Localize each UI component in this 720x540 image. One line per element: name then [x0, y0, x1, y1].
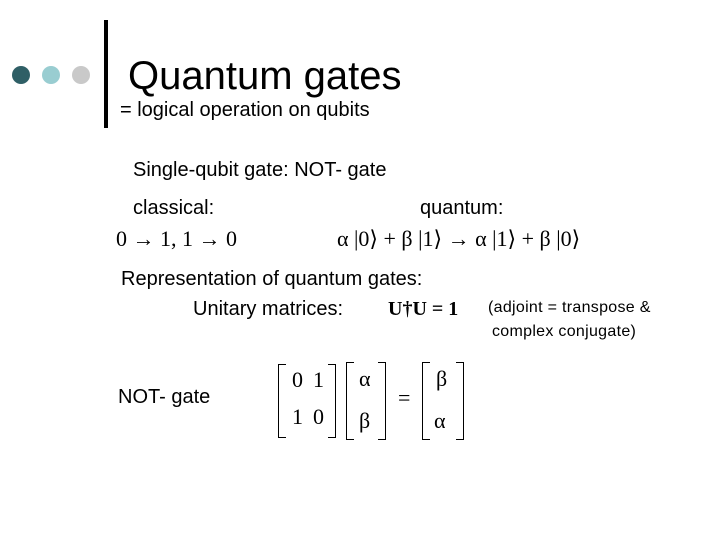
vector-cell: α [434, 408, 446, 433]
decorative-dot-dark [12, 66, 30, 84]
classical-formula: 0 → 1, 1 → 0 [116, 226, 237, 251]
adjoint-note-line2: complex conjugate) [492, 323, 637, 340]
matrix-cell: 0 [292, 367, 303, 392]
matrix-left-bracket [278, 364, 286, 438]
equals-sign: = [398, 385, 411, 410]
matrix-cell: 1 [292, 404, 303, 429]
matrix-right-bracket [328, 364, 336, 438]
slide-title: Quantum gates [128, 54, 402, 98]
slide-subtitle: = logical operation on qubits [120, 99, 370, 121]
vector-cell: β [359, 408, 371, 433]
output-vector-right-bracket [456, 362, 464, 440]
matrix-cell: 0 [313, 404, 324, 429]
title-divider [104, 20, 108, 128]
input-vector-right-bracket [378, 362, 386, 440]
single-qubit-heading: Single-qubit gate: NOT- gate [133, 159, 387, 181]
classical-label: classical: [133, 197, 215, 219]
quantum-formula: α |0⟩ + β |1⟩ → α |1⟩ + β |0⟩ [337, 226, 581, 251]
vector-cell: β [436, 366, 448, 391]
decorative-dot-gray [72, 66, 90, 84]
vector-cell: α [359, 366, 371, 391]
unitary-label: Unitary matrices: [193, 298, 344, 320]
quantum-label: quantum: [420, 197, 504, 219]
input-vector-left-bracket [346, 362, 354, 440]
adjoint-note-line1: (adjoint = transpose & [488, 299, 651, 316]
matrix-cell: 1 [313, 367, 324, 392]
representation-heading: Representation of quantum gates: [121, 268, 423, 290]
decorative-dot-teal [42, 66, 60, 84]
output-vector-left-bracket [422, 362, 430, 440]
unitary-formula: U†U = 1 [388, 298, 459, 320]
not-gate-label: NOT- gate [118, 386, 211, 408]
